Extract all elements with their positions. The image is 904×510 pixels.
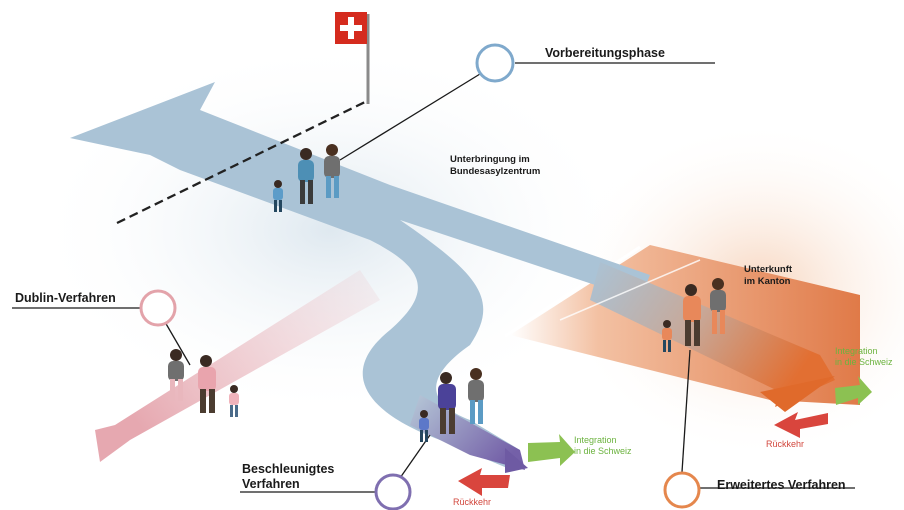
family-walking-icon bbox=[168, 349, 239, 417]
fast-arrowhead bbox=[505, 448, 528, 473]
swiss-flag-icon bbox=[335, 12, 370, 104]
connector-erweitert bbox=[663, 349, 855, 509]
label-beschleunigtes-verfahren: Beschleunigtes Verfahren bbox=[242, 462, 335, 491]
label-rueckkehr-right: Rückkehr bbox=[766, 439, 805, 449]
background-glow bbox=[30, 40, 630, 420]
label-unterkunft-kanton: Unterkunft im Kanton bbox=[744, 264, 793, 287]
label-integration-left: Integration in die Schweiz bbox=[574, 435, 632, 456]
dublin-path bbox=[95, 270, 380, 462]
label-erweitertes-verfahren: Erweitertes Verfahren bbox=[717, 478, 846, 492]
label-vorbereitungsphase: Vorbereitungsphase bbox=[545, 46, 665, 60]
return-arrow-icon bbox=[458, 468, 510, 496]
connector-beschleunigt bbox=[240, 434, 431, 510]
label-dublin-verfahren: Dublin-Verfahren bbox=[15, 291, 116, 305]
border-line bbox=[116, 100, 366, 225]
platform-edge bbox=[504, 245, 641, 338]
return-arrow-icon bbox=[774, 412, 828, 438]
connector-vorbereitung bbox=[339, 43, 715, 161]
label-rueckkehr-left: Rückkehr bbox=[453, 497, 492, 507]
family-walking-icon bbox=[273, 144, 340, 212]
family-walking-icon bbox=[419, 368, 484, 442]
extended-arrowhead bbox=[760, 376, 835, 412]
fast-path bbox=[410, 395, 525, 470]
extended-path bbox=[590, 262, 835, 407]
integration-arrow-icon bbox=[528, 434, 575, 466]
connector-dublin bbox=[12, 289, 191, 366]
integration-arrow-icon bbox=[835, 376, 872, 405]
platform-edge bbox=[559, 259, 701, 321]
label-unterbringung-bundesasylzentrum: Unterbringung im Bundesasylzentrum bbox=[450, 154, 541, 177]
main-path bbox=[70, 82, 650, 470]
family-walking-icon bbox=[662, 278, 726, 352]
label-integration-right: Integration in die Schweiz bbox=[835, 346, 893, 367]
